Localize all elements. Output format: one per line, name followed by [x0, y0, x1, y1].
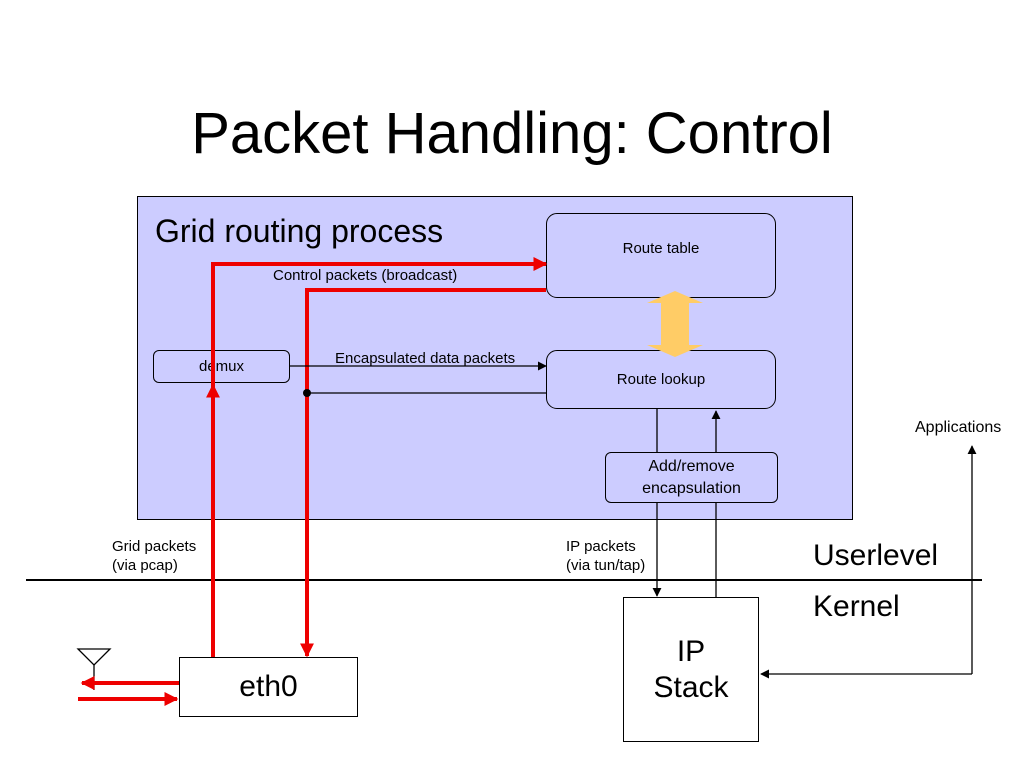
route-lookup-box: Route lookup	[546, 350, 776, 409]
applications-label: Applications	[915, 419, 1002, 436]
grid-packets-line-1: Grid packets	[112, 538, 197, 555]
kernel-label: Kernel	[813, 590, 900, 623]
ip-stack-box: IP Stack	[623, 597, 759, 742]
eth0-label: eth0	[239, 670, 298, 703]
region-label: Grid routing process	[155, 213, 444, 249]
eth0-box: eth0	[179, 657, 358, 717]
ip-packets-line-2: (via tun/tap)	[566, 557, 646, 574]
grid-packets-line-2: (via pcap)	[112, 557, 178, 574]
route-lookup-label: Route lookup	[616, 370, 706, 388]
ip-stack-label-line-2: Stack	[653, 670, 729, 704]
userlevel-label: Userlevel	[813, 539, 939, 572]
demux-box: demux	[153, 350, 290, 383]
ip-stack-label-line-1: IP	[676, 634, 706, 668]
control-to-route-table-path	[211, 257, 548, 657]
route-table-to-eth0-path	[300, 288, 546, 658]
route-table-label: Route table	[622, 240, 700, 257]
junction-dot	[303, 389, 311, 397]
ip-packets-label: IP packets (via tun/tap)	[566, 537, 645, 575]
route-table-lookup-sync-arrow	[647, 291, 703, 357]
encapsulation-label-line-1: Add/remove	[648, 457, 735, 475]
encapsulated-data-label: Encapsulated data packets	[335, 350, 516, 367]
route-table-box: Route table	[546, 213, 776, 298]
ip-packets-line-1: IP packets	[566, 538, 636, 555]
encapsulation-box: Add/remove encapsulation	[605, 452, 778, 503]
control-packets-label: Control packets (broadcast)	[273, 267, 458, 284]
encapsulation-label-line-2: encapsulation	[642, 479, 741, 497]
grid-packets-label: Grid packets (via pcap)	[112, 537, 196, 575]
slide-title: Packet Handling: Control	[191, 101, 833, 166]
demux-label: demux	[198, 357, 245, 375]
